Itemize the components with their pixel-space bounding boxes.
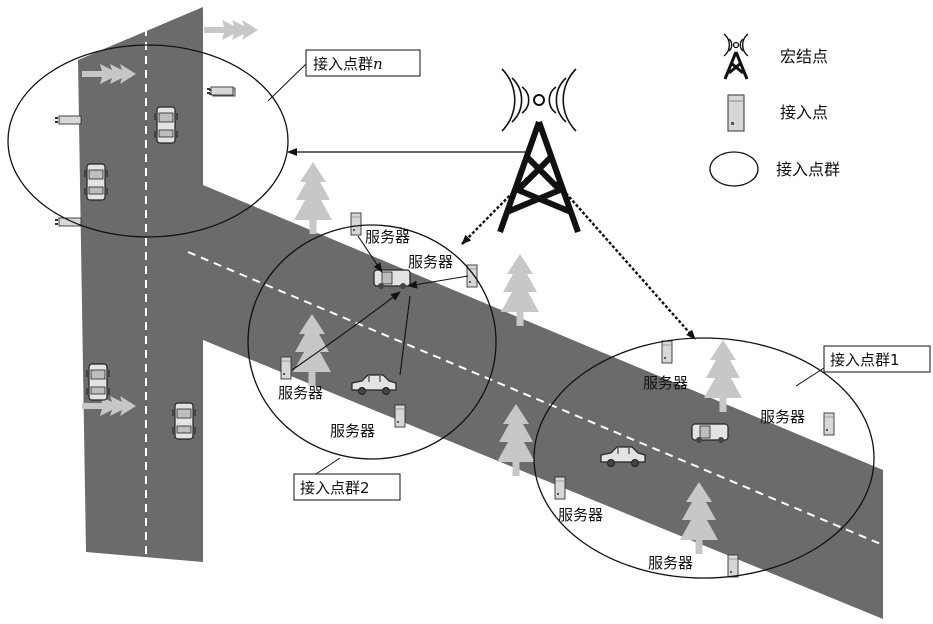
diagonal-road: [188, 185, 883, 619]
server-label: 服务器: [408, 253, 453, 271]
legend-tower-icon: [724, 34, 748, 79]
legend-ap-label: 接入点: [780, 103, 828, 122]
legend-macro-label: 宏结点: [780, 47, 828, 66]
cluster-1-label: 接入点群1: [830, 351, 900, 369]
legend-cluster-icon: [710, 152, 758, 186]
vertical-road: [78, 7, 203, 562]
legend: 宏结点 接入点 接入点群: [710, 34, 840, 186]
server-label: 服务器: [365, 228, 410, 246]
cluster-1-callout: 接入点群1: [796, 346, 930, 386]
legend-server-icon: [728, 95, 744, 131]
cluster-n-suffix: n: [373, 55, 383, 73]
server-label: 服务器: [558, 506, 603, 524]
server-label: 服务器: [648, 554, 693, 572]
macro-tower-icon: [500, 69, 578, 232]
server-label: 服务器: [760, 408, 805, 426]
cluster-2-label: 接入点群2: [300, 479, 370, 497]
cluster-2-callout: 接入点群2: [294, 458, 400, 500]
legend-cluster-label: 接入点群: [776, 160, 840, 179]
svg-text:接入点群n: 接入点群n: [313, 55, 383, 73]
server-label: 服务器: [330, 422, 375, 440]
cluster-n-label: 接入点群: [313, 55, 373, 73]
cluster-n-callout: 接入点群n: [268, 50, 420, 101]
server-label: 服务器: [643, 374, 688, 392]
server-label: 服务器: [278, 384, 323, 402]
